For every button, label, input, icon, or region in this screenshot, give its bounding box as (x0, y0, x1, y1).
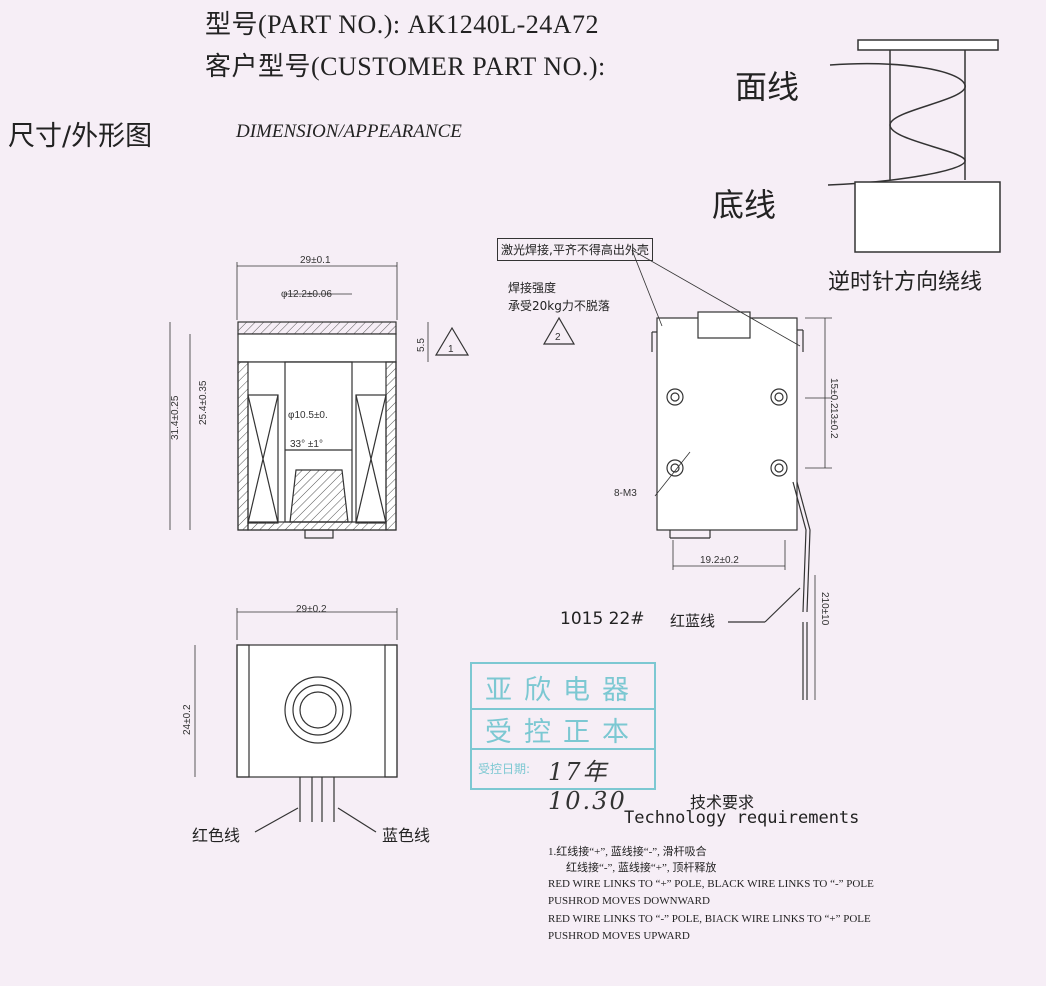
dim-height-coil: 25.4±0.35 (198, 380, 209, 425)
dim-bore-inner: φ10.5±0. (288, 410, 328, 421)
wire-spec-cn: 红蓝线 (670, 612, 716, 630)
part-number: 型号(PART NO.): AK1240L-24A72 (205, 10, 600, 39)
winding-sketch (827, 39, 1001, 253)
requirement-line-3: RED WIRE LINKS TO “+” POLE, BLACK WIRE L… (548, 878, 874, 890)
requirements-title-en: Technology requirements (624, 808, 860, 828)
laser-weld-note: 激光焊接,平齐不得高出外壳 (497, 238, 653, 261)
dim-hole-spacing-v: 13±0.2 (828, 408, 839, 439)
top-wire-label: 面线 (735, 68, 800, 106)
dim-thread: 8-M3 (614, 488, 637, 499)
blue-wire-label: 蓝色线 (382, 826, 431, 845)
stamp-company: 亚欣电器 (472, 668, 654, 710)
stamp-date-label: 受控日期: (478, 762, 531, 776)
dim-width-top: 29±0.1 (300, 255, 331, 266)
dimension-title-en: DIMENSION/APPEARANCE (236, 121, 462, 142)
note-marker-1: 1 (448, 344, 454, 355)
red-wire-label: 红色线 (192, 826, 241, 845)
dim-lead-length: 210±10 (819, 592, 830, 626)
requirement-line-5: RED WIRE LINKS TO “-” POLE, BIACK WIRE L… (548, 913, 871, 925)
dim-height-front: 24±0.2 (182, 704, 193, 735)
dim-hole-top: 15±0.2 (828, 378, 839, 409)
dim-angle: 33° ±1° (290, 439, 323, 450)
weld-strength-note: 焊接强度 (508, 281, 557, 295)
bottom-wire-label: 底线 (712, 186, 777, 224)
front-view (194, 608, 398, 833)
requirement-line-6: PUSHROD MOVES UPWARD (548, 930, 690, 942)
requirement-line-2: 红线接“-”, 蓝线接“+”, 顶杆释放 (566, 862, 717, 874)
control-stamp: 亚欣电器 受控正本 受控日期: 17年10.30 (470, 662, 656, 815)
customer-part-number: 客户型号(CUSTOMER PART NO.): (205, 52, 606, 81)
requirement-line-4: PUSHROD MOVES DOWNWARD (548, 895, 710, 907)
side-section-view (169, 262, 470, 539)
weld-load-note: 承受20kg力不脱落 (508, 299, 610, 313)
dim-height-total: 31.4±0.25 (170, 395, 181, 440)
winding-direction-label: 逆时针方向绕线 (828, 270, 983, 295)
dimension-title-cn: 尺寸/外形图 (8, 121, 153, 152)
stamp-date-handwritten: 17年10.30 (548, 758, 627, 815)
note-marker-2: 2 (555, 332, 561, 343)
dim-bore-outer: φ12.2±0.06 (281, 289, 332, 300)
dim-flange: 5.5 (416, 338, 427, 352)
requirement-line-1: 1.红线接“+”, 蓝线接“-”, 滑杆吸合 (548, 846, 707, 858)
dim-hole-spacing-h: 19.2±0.2 (700, 555, 739, 566)
stamp-controlled: 受控正本 (472, 710, 654, 750)
requirements-title-cn: 技术要求 (690, 793, 755, 812)
wire-spec: 1015 22# (560, 609, 645, 629)
dim-width-front: 29±0.2 (296, 604, 327, 615)
mounting-view (542, 249, 832, 700)
